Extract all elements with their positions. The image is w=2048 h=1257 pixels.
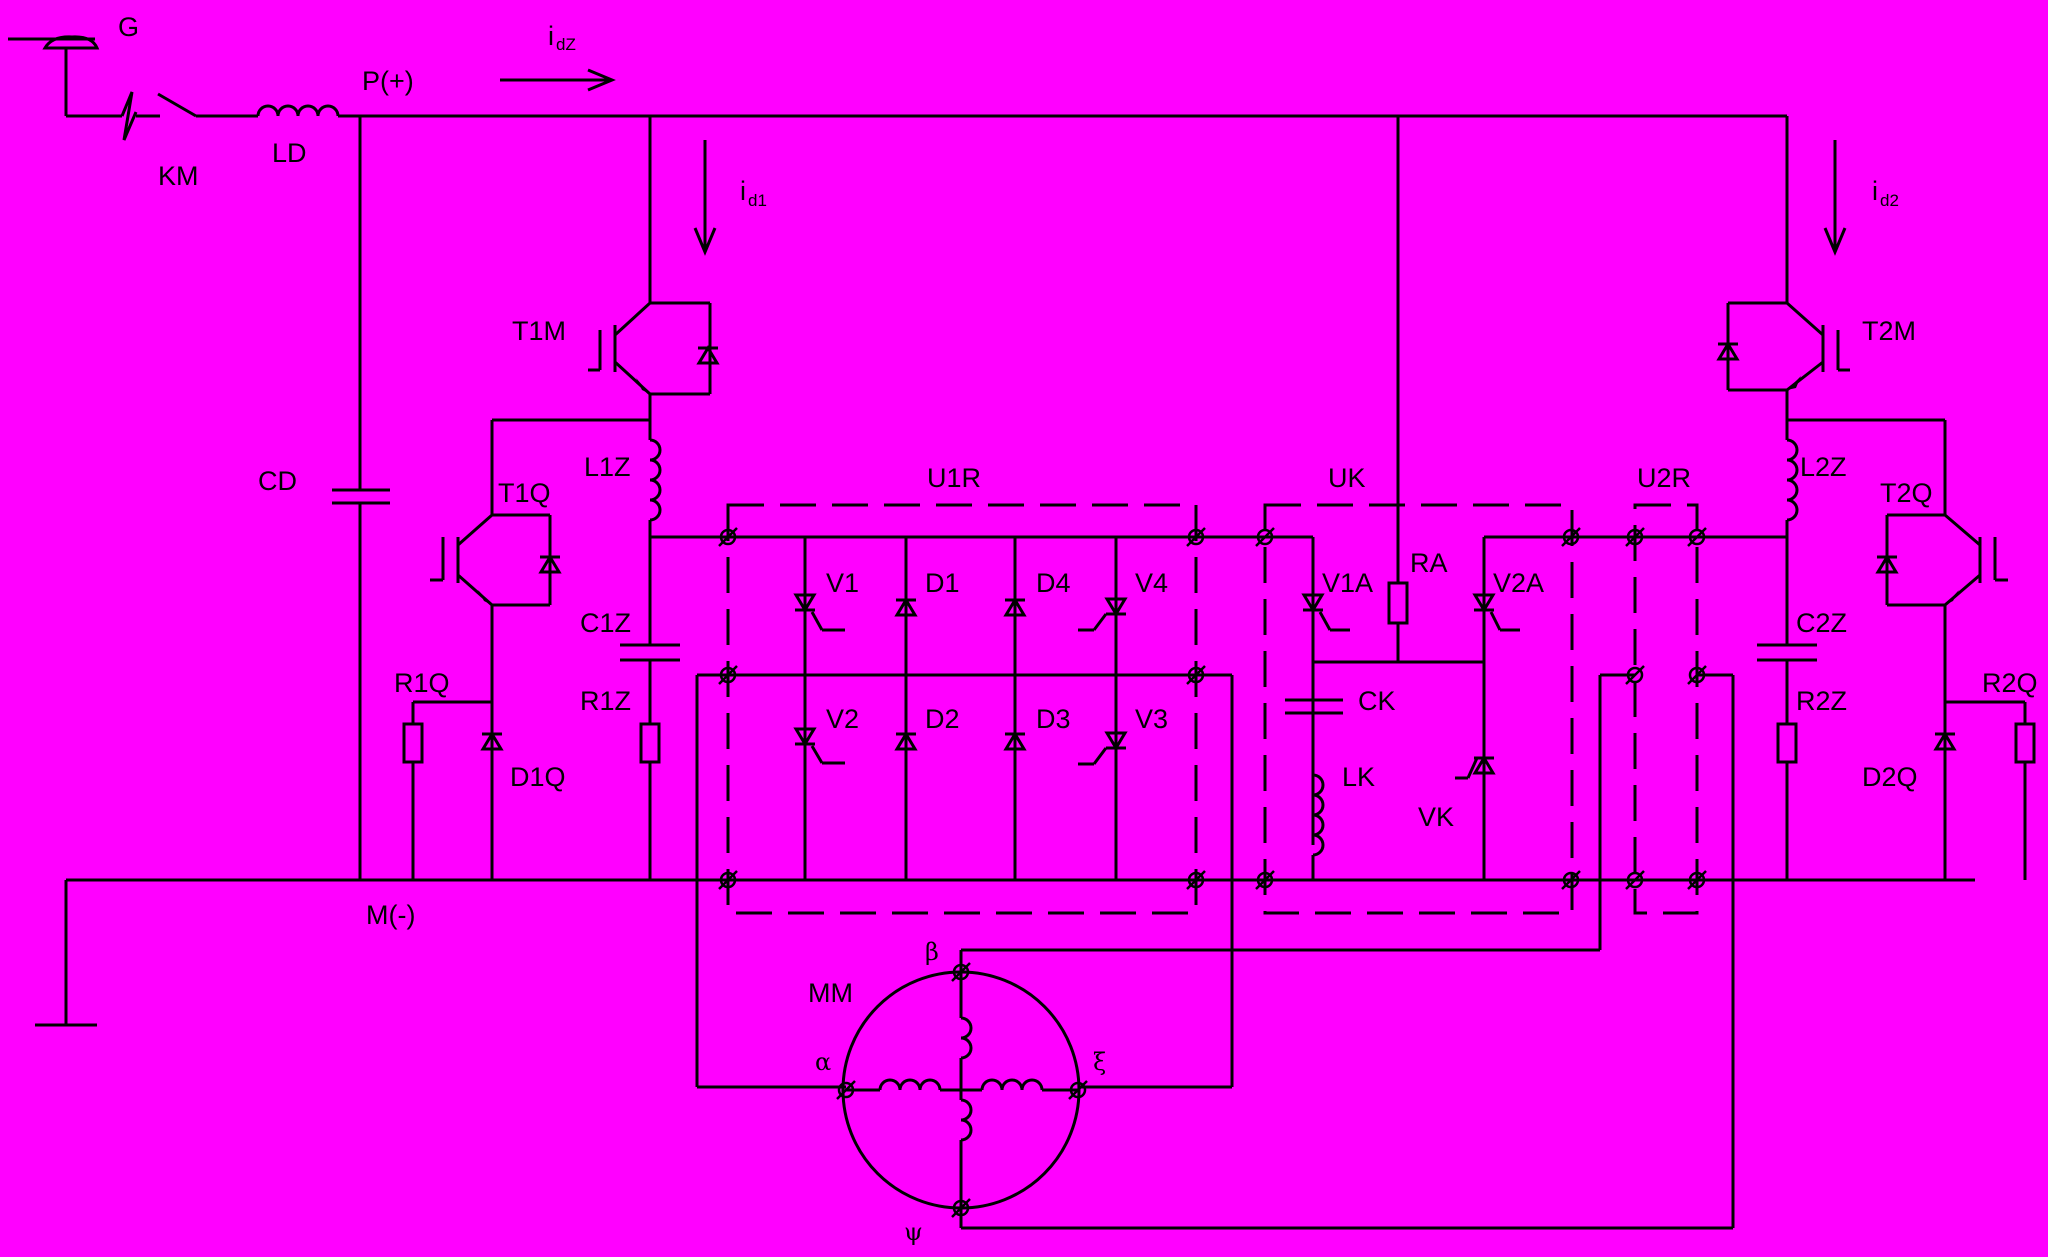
label-d3: D3 [1036, 704, 1071, 734]
label-t2m: T2M [1862, 316, 1916, 346]
label-t2q: T2Q [1880, 478, 1933, 508]
label-l1z: L1Z [584, 452, 631, 482]
label-ra: RA [1410, 548, 1448, 578]
label-mm: MM [808, 978, 853, 1008]
label-r1z: R1Z [580, 686, 631, 716]
label-lk: LK [1342, 762, 1375, 792]
uk-module [1254, 116, 1582, 915]
label-idz-sub: dZ [556, 35, 576, 54]
u1r-bridge [650, 503, 1265, 915]
label-id1: i [740, 176, 746, 206]
label-v1a: V1A [1322, 568, 1373, 598]
label-km: KM [158, 161, 199, 191]
label-ck: CK [1358, 686, 1396, 716]
label-g: G [118, 12, 139, 42]
label-psi: ψ [904, 1218, 923, 1246]
label-ld: LD [272, 138, 307, 168]
label-v2a: V2A [1493, 568, 1544, 598]
label-p: P(+) [362, 66, 414, 96]
label-id2-sub: d2 [1880, 191, 1899, 210]
motor-mm [695, 673, 1733, 1230]
label-m: M(-) [366, 900, 415, 930]
supply-wiring [8, 35, 1975, 1027]
u2r-module [1571, 503, 1787, 1228]
label-t1m: T1M [512, 316, 566, 346]
label-v1: V1 [826, 568, 859, 598]
label-t1q: T1Q [498, 478, 551, 508]
label-l2z: L2Z [1800, 452, 1847, 482]
labels: G KM LD P(+) i dZ CD M(-) i d1 T1M L1Z T… [118, 12, 2038, 1246]
left-chopper [402, 116, 720, 880]
label-id1-sub: d1 [748, 191, 767, 210]
label-u2r: U2R [1637, 463, 1691, 493]
label-r2q: R2Q [1982, 668, 2038, 698]
label-r2z: R2Z [1796, 686, 1847, 716]
label-d2: D2 [925, 704, 960, 734]
label-vk: VK [1418, 802, 1454, 832]
label-beta: β [925, 938, 939, 966]
label-uk: UK [1328, 463, 1366, 493]
label-u1r: U1R [927, 463, 981, 493]
label-v3: V3 [1135, 704, 1168, 734]
label-v4: V4 [1135, 568, 1168, 598]
label-d2q: D2Q [1862, 762, 1918, 792]
label-id2: i [1872, 176, 1878, 206]
label-c1z: C1Z [580, 608, 631, 638]
label-d1q: D1Q [510, 762, 566, 792]
label-d1: D1 [925, 568, 960, 598]
label-c2z: C2Z [1796, 608, 1847, 638]
label-alpha: α [815, 1048, 831, 1076]
label-d4: D4 [1036, 568, 1071, 598]
label-cd: CD [258, 466, 297, 496]
label-xi: ξ [1093, 1048, 1106, 1076]
label-idz: i [548, 21, 554, 51]
right-chopper [1716, 116, 2036, 880]
label-r1q: R1Q [394, 668, 450, 698]
label-v2: V2 [826, 704, 859, 734]
